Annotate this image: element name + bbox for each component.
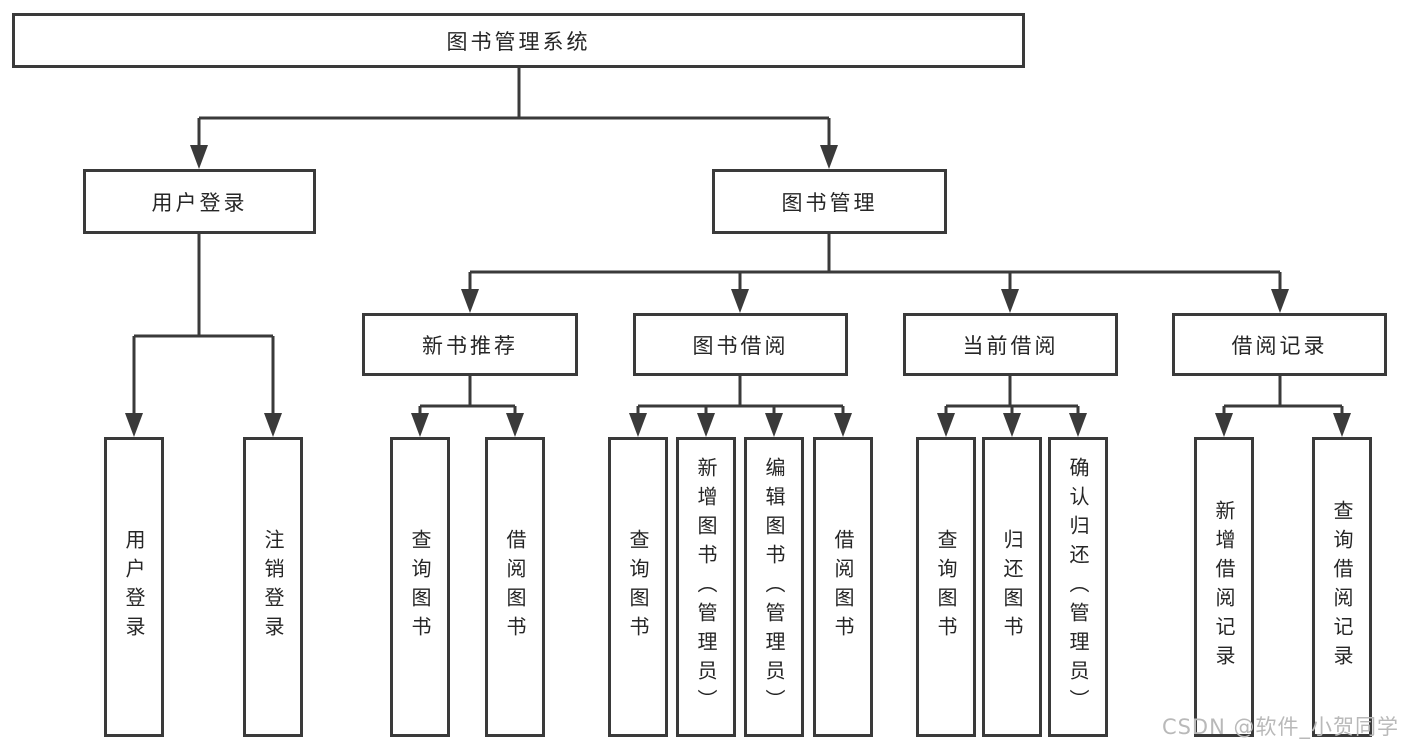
leaf-query-books-current: 查询图书 — [916, 437, 976, 737]
node-book-borrowing: 图书借阅 — [633, 313, 848, 376]
leaf-query-borrow-record: 查询借阅记录 — [1312, 437, 1372, 737]
leaf-confirm-return-admin: 确认归还（管理员） — [1048, 437, 1108, 737]
node-library-management-system: 图书管理系统 — [12, 13, 1025, 68]
node-current-borrowing: 当前借阅 — [903, 313, 1118, 376]
arrowheads — [125, 145, 1351, 437]
leaf-logout: 注销登录 — [243, 437, 303, 737]
leaf-edit-books-admin: 编辑图书（管理员） — [744, 437, 804, 737]
csdn-watermark: CSDN @软件_小贺同学 — [1161, 715, 1399, 739]
leaf-return-books: 归还图书 — [982, 437, 1042, 737]
node-book-management-module: 图书管理 — [712, 169, 947, 234]
leaf-query-books-borrow: 查询图书 — [608, 437, 668, 737]
node-new-book-recommendation: 新书推荐 — [362, 313, 578, 376]
leaf-query-books-recommend: 查询图书 — [390, 437, 450, 737]
node-user-login-module: 用户登录 — [83, 169, 316, 234]
leaf-borrow-books-recommend: 借阅图书 — [485, 437, 545, 737]
leaf-add-books-admin: 新增图书（管理员） — [676, 437, 736, 737]
node-borrowing-records: 借阅记录 — [1172, 313, 1387, 376]
leaf-add-borrow-record: 新增借阅记录 — [1194, 437, 1254, 737]
leaf-borrow-books: 借阅图书 — [813, 437, 873, 737]
leaf-user-login: 用户登录 — [104, 437, 164, 737]
